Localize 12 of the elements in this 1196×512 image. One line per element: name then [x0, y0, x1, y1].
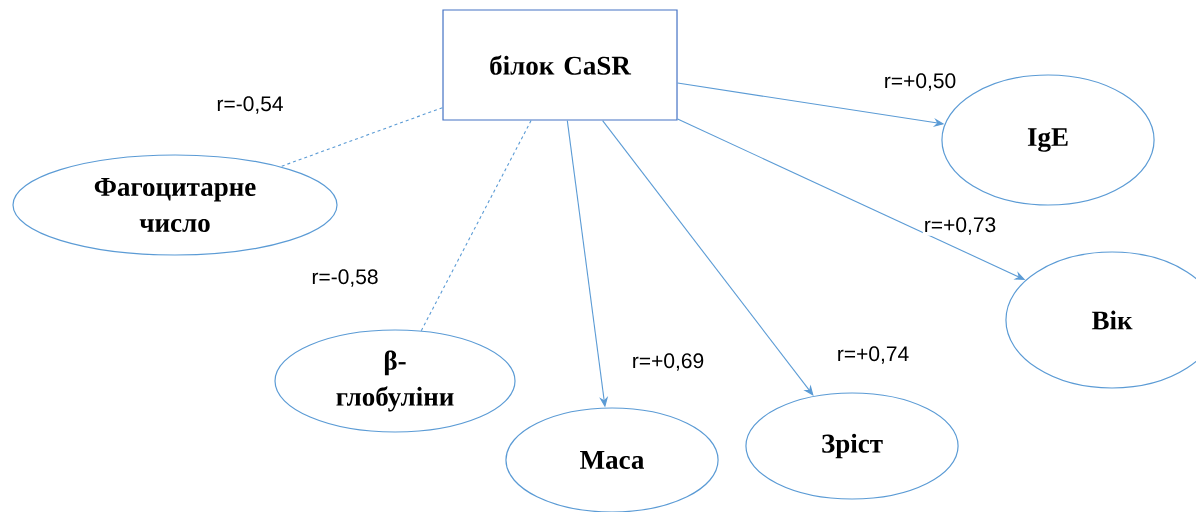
ellipse-node: Фагоцитарне число	[12, 154, 338, 256]
ellipse-node: Зріст	[745, 392, 959, 500]
edge-label: r=-0,54	[215, 95, 285, 115]
ellipse-node: β- глобуліни	[274, 329, 516, 433]
arrow	[602, 120, 814, 396]
edge-label: r=+0,73	[922, 216, 998, 236]
edge-label: r=+0,69	[630, 352, 706, 372]
connector-line	[420, 120, 532, 332]
edge-label: r=-0,58	[310, 268, 380, 288]
edge-label: r=+0,74	[835, 345, 911, 365]
process-box: білок CaSR	[442, 9, 678, 121]
connector-line	[280, 107, 443, 168]
